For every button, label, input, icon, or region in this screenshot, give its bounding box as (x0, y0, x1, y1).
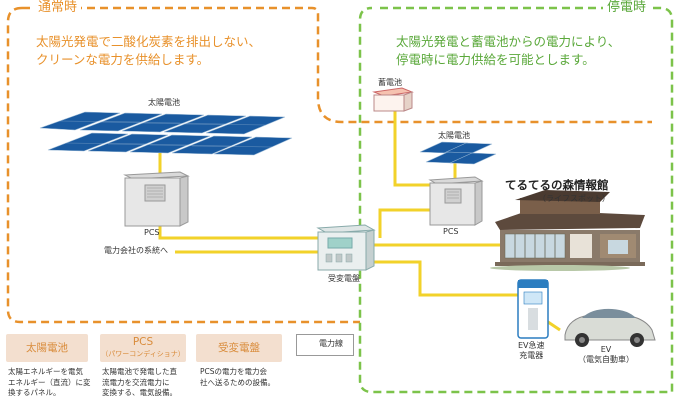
building-title: てるてるの森情報館 (505, 178, 609, 192)
legend-pcs-box: PCS （パワーコンディショナ） (100, 334, 186, 362)
battery-label: 蓄電池 (378, 78, 402, 87)
battery-unit (372, 87, 414, 112)
solar-array-right (419, 141, 497, 165)
solar-array-left (39, 111, 293, 156)
substation-panel (316, 224, 376, 271)
ev-car (564, 308, 656, 347)
pcs-right-label: PCS (443, 227, 459, 236)
power-lines (158, 108, 561, 332)
pcs-left (123, 171, 190, 227)
pcs-right (428, 176, 484, 226)
legend-pcs-title: PCS (132, 336, 154, 348)
outage-time-header: 停電時 (602, 0, 650, 17)
ev-charger (517, 279, 549, 339)
normal-description: 太陽光発電で二酸化炭素を排出しない、 クリーンな電力を供給します。 (36, 34, 262, 68)
pcs-left-label: PCS (144, 228, 160, 237)
substation-label: 受変電盤 (328, 274, 360, 283)
legend-substation-title: 受変電盤 (196, 334, 282, 362)
legend-pcs-subtitle: （パワーコンディショナ） (101, 350, 185, 358)
outage-region-border (358, 6, 674, 394)
ev-charger-label: EV急速 充電器 (518, 341, 545, 361)
legend-solar-title: 太陽電池 (6, 334, 88, 362)
normal-region-border (22, 6, 652, 124)
normal-time-header: 通常時 (34, 0, 82, 17)
legend-power-line-label: 電力線 (319, 339, 343, 348)
solar-right-label: 太陽電池 (438, 131, 470, 140)
normal-region-left (6, 6, 360, 324)
legend-power-line-box (296, 334, 354, 356)
legend-substation-desc: PCSの電力を電力会 社へ送るための設備。 (200, 367, 275, 387)
building-subtitle: （ライフスポット） (538, 194, 610, 203)
solar-left-label: 太陽電池 (148, 98, 180, 107)
ev-label: EV （電気自動車） (578, 345, 634, 365)
legend-pcs-desc: 太陽電池で発電した直 流電力を交流電力に 変換する、電気設備。 (102, 367, 177, 397)
building-illustration (490, 190, 645, 271)
legend-solar-desc: 太陽エネルギーを電気 エネルギー（直流）に変 換するパネル。 (8, 367, 91, 397)
grid-label: 電力会社の系統へ (104, 246, 168, 255)
outage-description: 太陽光発電と蓄電池からの電力により、 停電時に電力供給を可能とします。 (396, 34, 621, 68)
